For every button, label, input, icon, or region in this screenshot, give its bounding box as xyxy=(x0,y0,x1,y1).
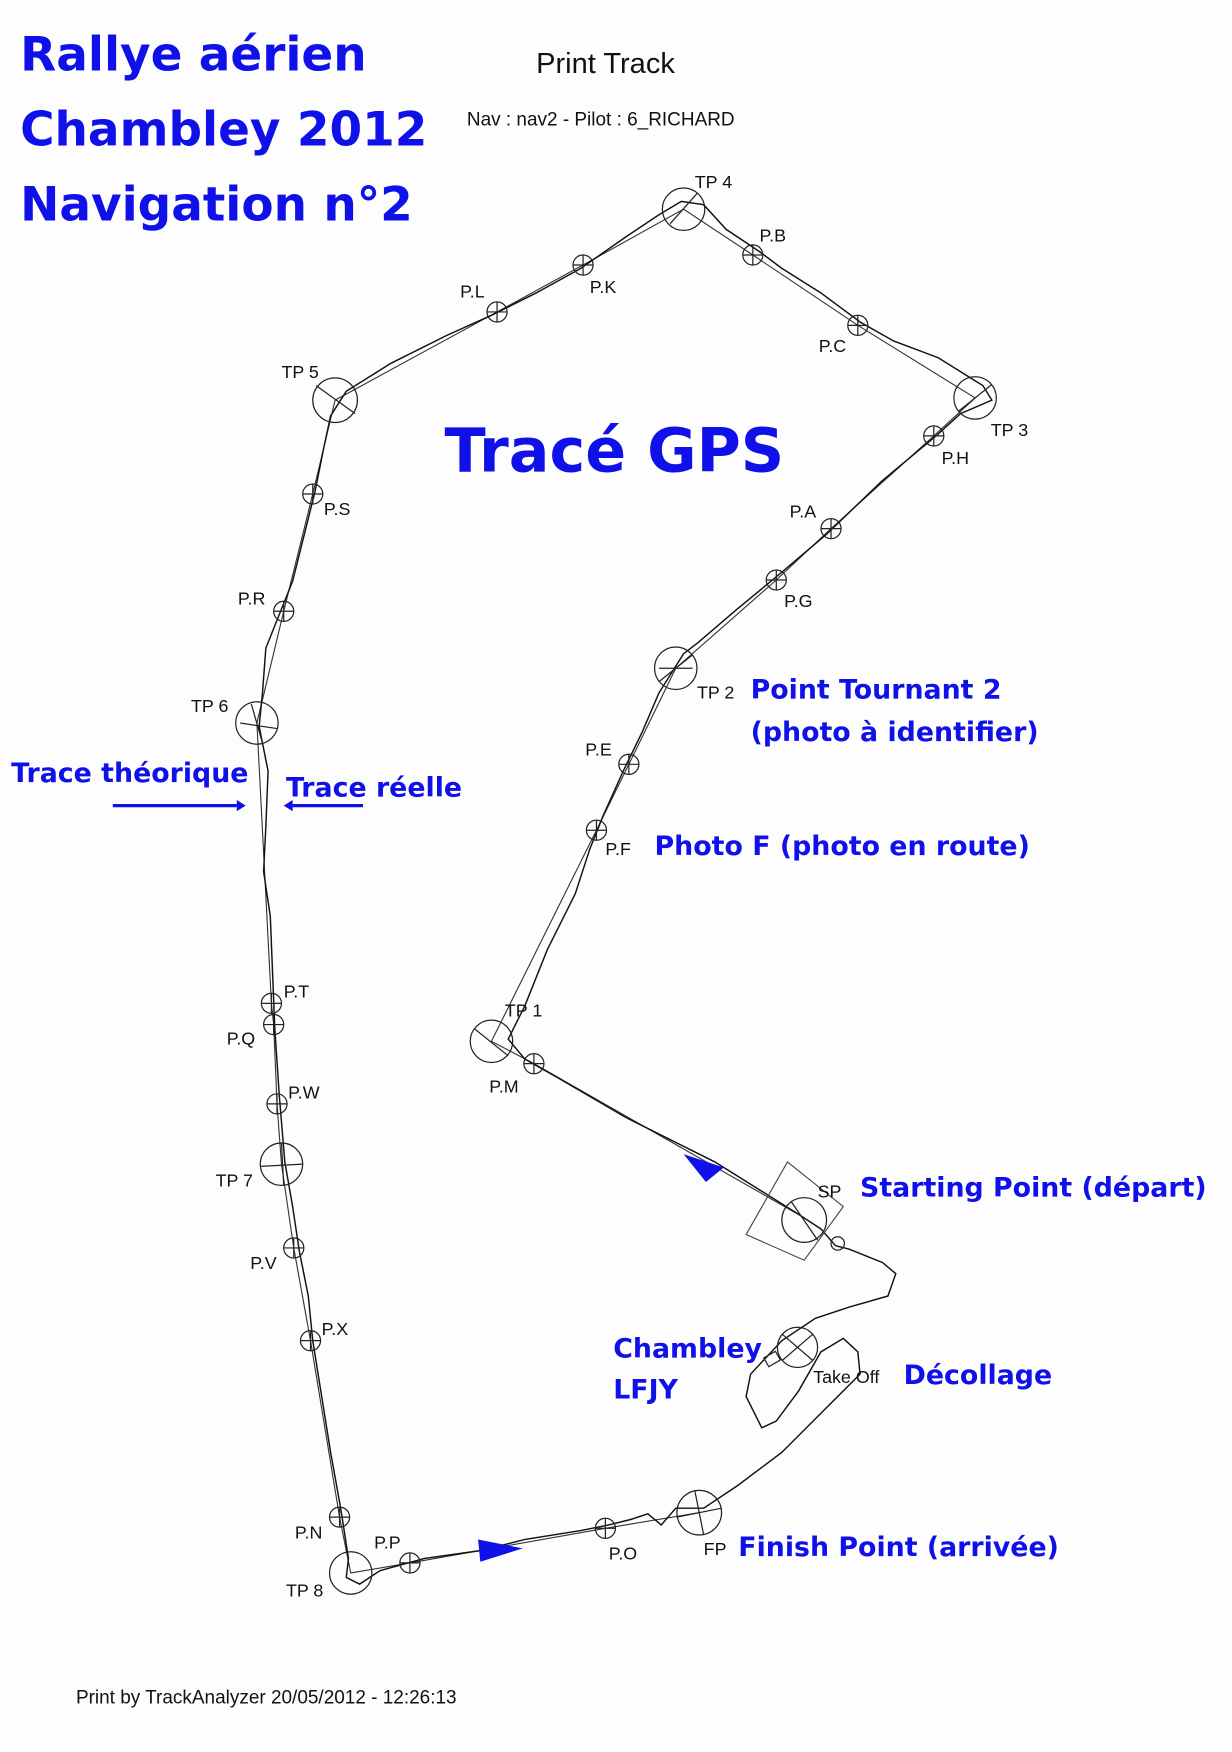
label-takeoff: Take Off xyxy=(813,1367,879,1387)
label-po: P.O xyxy=(609,1544,638,1564)
finish-point-label: Finish Point (arrivée) xyxy=(738,1532,1059,1563)
label-pn: P.N xyxy=(295,1522,322,1542)
start-gate-box xyxy=(745,1161,845,1261)
label-pm: P.M xyxy=(489,1077,518,1097)
airfield-name: Chambley xyxy=(613,1333,762,1364)
photo-point-cross xyxy=(766,569,787,591)
point-tournant-2-label: Point Tournant 2 xyxy=(751,674,1002,705)
photo-point-cross xyxy=(586,820,607,841)
label-pp: P.P xyxy=(374,1532,400,1552)
label-sp: SP xyxy=(818,1182,842,1202)
label-pl: P.L xyxy=(460,281,485,301)
title-line-1: Rallye aérien xyxy=(20,28,367,83)
real-track xyxy=(258,200,993,1585)
photo-point-cross xyxy=(273,601,294,622)
footer-print-by: Print by TrackAnalyzer 20/05/2012 - 12:2… xyxy=(76,1688,457,1709)
direction-arrow-icon xyxy=(683,1154,724,1183)
label-pg: P.G xyxy=(784,591,812,611)
photo-point-cross xyxy=(618,754,639,775)
photo-point-cross xyxy=(523,1053,544,1074)
airfield-code: LFJY xyxy=(613,1375,678,1406)
photo-point-cross xyxy=(261,993,282,1014)
starting-point-label: Starting Point (départ) xyxy=(860,1173,1207,1204)
trace-gps-label: Tracé GPS xyxy=(445,417,785,487)
label-pt: P.T xyxy=(284,982,310,1002)
label-pa: P.A xyxy=(790,501,817,521)
label-pq: P.Q xyxy=(227,1029,256,1049)
photo-point-cross xyxy=(266,1093,288,1114)
decollage-label: Décollage xyxy=(904,1360,1053,1391)
label-pe: P.E xyxy=(585,739,612,759)
label-pc: P.C xyxy=(819,336,847,356)
label-pb: P.B xyxy=(760,226,786,246)
label-pk: P.K xyxy=(590,277,617,297)
photo-point-cross xyxy=(595,1518,616,1539)
photo-identifier-label: (photo à identifier) xyxy=(751,717,1039,748)
photo-point-cross xyxy=(820,518,842,539)
label-tp1: TP 1 xyxy=(505,1001,542,1021)
label-fp: FP xyxy=(704,1539,727,1559)
trace-reelle-label: Trace réelle xyxy=(286,773,462,804)
photo-point-cross xyxy=(263,1014,284,1035)
label-tp2: TP 2 xyxy=(697,682,734,702)
photo-point-markers xyxy=(260,244,945,1574)
title-line-3: Navigation n°2 xyxy=(20,177,413,232)
label-tp8: TP 8 xyxy=(286,1580,323,1600)
label-px: P.X xyxy=(322,1319,349,1339)
photo-point-cross xyxy=(302,483,323,505)
arrow-left-icon xyxy=(283,800,293,812)
label-tp7: TP 7 xyxy=(216,1171,253,1191)
theoretical-track xyxy=(256,208,977,1574)
photo-point-cross xyxy=(300,1330,321,1351)
photo-point-cross xyxy=(329,1507,350,1528)
label-ps: P.S xyxy=(324,499,351,519)
photo-point-cross xyxy=(399,1552,420,1573)
label-tp5: TP 5 xyxy=(281,362,318,382)
label-ph: P.H xyxy=(942,448,969,468)
print-title: Print Track xyxy=(536,48,675,80)
photo-point-cross xyxy=(742,244,763,266)
label-pv: P.V xyxy=(250,1253,277,1273)
photo-point-cross xyxy=(923,425,944,446)
label-tp3: TP 3 xyxy=(991,420,1028,440)
photo-point-cross xyxy=(283,1237,304,1258)
turn-point-markers xyxy=(235,187,997,1595)
nav-info: Nav : nav2 - Pilot : 6_RICHARD xyxy=(467,109,735,130)
label-pw: P.W xyxy=(288,1082,320,1102)
label-pr: P.R xyxy=(238,589,266,609)
trace-theorique-label: Trace théorique xyxy=(11,758,248,789)
photo-f-label: Photo F (photo en route) xyxy=(655,831,1030,862)
arrow-right-icon xyxy=(236,800,246,812)
photo-point-cross xyxy=(486,301,508,322)
photo-point-cross xyxy=(572,254,594,276)
label-tp6: TP 6 xyxy=(191,696,228,716)
label-pf: P.F xyxy=(605,839,631,859)
label-tp4: TP 4 xyxy=(695,172,732,192)
photo-point-cross xyxy=(847,315,868,336)
direction-arrow-icon xyxy=(478,1539,523,1562)
title-line-2: Chambley 2012 xyxy=(20,103,427,158)
